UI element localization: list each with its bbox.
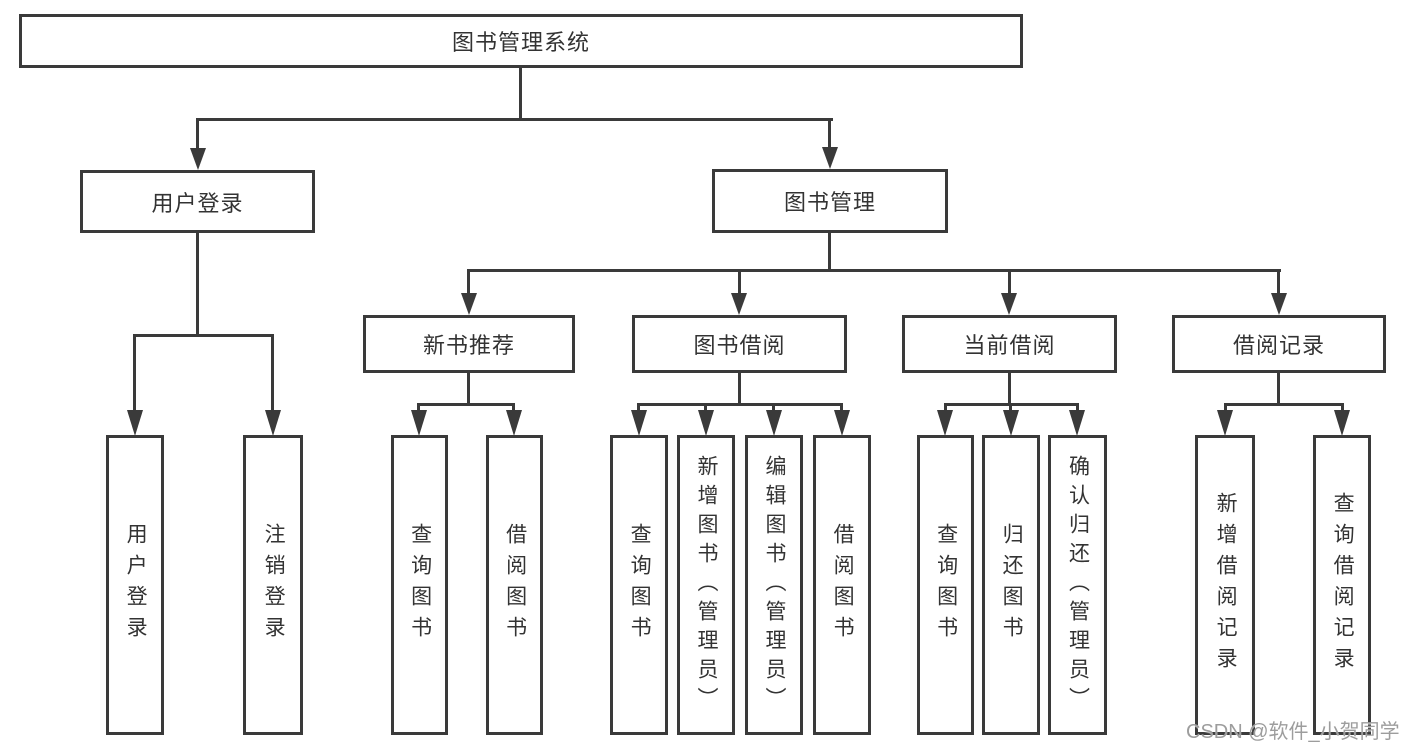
node-leaf-user-login-label: 用户登录 bbox=[124, 523, 148, 647]
node-leaf-borrow-book-2: 借阅图书 bbox=[813, 435, 871, 735]
connector-line bbox=[738, 269, 741, 296]
arrow-down-icon bbox=[1334, 410, 1350, 436]
arrow-down-icon bbox=[1217, 410, 1233, 436]
connector-line bbox=[467, 269, 1281, 272]
node-current-borrow-label: 当前借阅 bbox=[963, 333, 1056, 358]
node-root: 图书管理系统 bbox=[19, 14, 1023, 68]
arrow-down-icon bbox=[937, 410, 953, 436]
node-leaf-query-book-2-label: 查询图书 bbox=[628, 523, 652, 647]
connector-line bbox=[1277, 269, 1280, 296]
arrow-down-icon bbox=[834, 410, 850, 436]
arrow-down-icon bbox=[698, 410, 714, 436]
arrow-down-icon bbox=[1271, 293, 1287, 315]
arrow-down-icon bbox=[190, 148, 206, 170]
node-leaf-add-book-admin-label: 新增图书（管理员） bbox=[695, 454, 719, 716]
node-leaf-query-borrow-record-label: 查询借阅记录 bbox=[1331, 492, 1355, 678]
node-leaf-logout: 注销登录 bbox=[243, 435, 303, 735]
connector-line bbox=[1076, 403, 1079, 415]
connector-line bbox=[133, 334, 274, 337]
connector-line bbox=[133, 334, 136, 412]
connector-line bbox=[417, 403, 420, 415]
arrow-down-icon bbox=[731, 293, 747, 315]
node-leaf-add-borrow-record-label: 新增借阅记录 bbox=[1214, 492, 1238, 678]
node-book-management-label: 图书管理 bbox=[783, 190, 876, 215]
connector-line bbox=[1009, 403, 1012, 415]
arrow-down-icon bbox=[265, 410, 281, 436]
node-user-login: 用户登录 bbox=[80, 170, 315, 233]
node-leaf-borrow-book-2-label: 借阅图书 bbox=[831, 523, 855, 647]
connector-line bbox=[417, 403, 515, 406]
connector-line bbox=[944, 403, 947, 415]
connector-line bbox=[196, 118, 199, 151]
node-leaf-query-book-3: 查询图书 bbox=[917, 435, 974, 735]
node-leaf-user-login: 用户登录 bbox=[106, 435, 164, 735]
arrow-down-icon bbox=[1003, 410, 1019, 436]
arrow-down-icon bbox=[822, 147, 838, 169]
connector-line bbox=[1224, 403, 1344, 406]
connector-line bbox=[271, 334, 274, 412]
connector-line bbox=[519, 68, 522, 120]
node-leaf-edit-book-admin-label: 编辑图书（管理员） bbox=[763, 454, 787, 716]
node-leaf-confirm-return-admin: 确认归还（管理员） bbox=[1048, 435, 1107, 735]
node-root-label: 图书管理系统 bbox=[451, 30, 590, 55]
connector-line bbox=[1277, 373, 1280, 406]
node-new-book-recommend: 新书推荐 bbox=[363, 315, 575, 373]
connector-line bbox=[840, 403, 843, 415]
node-leaf-logout-label: 注销登录 bbox=[262, 523, 286, 647]
node-leaf-return-book-label: 归还图书 bbox=[1000, 523, 1024, 647]
connector-line bbox=[196, 233, 199, 336]
connector-line bbox=[637, 403, 843, 406]
csdn-watermark: CSDN @软件_小贺同学 bbox=[1186, 721, 1400, 743]
node-leaf-borrow-book-1-label: 借阅图书 bbox=[503, 523, 527, 647]
connector-line bbox=[196, 118, 833, 121]
connector-line bbox=[738, 373, 741, 406]
connector-line bbox=[828, 118, 831, 151]
arrow-down-icon bbox=[461, 293, 477, 315]
arrow-down-icon bbox=[1069, 410, 1085, 436]
arrow-down-icon bbox=[411, 410, 427, 436]
connector-line bbox=[1224, 403, 1227, 415]
node-leaf-return-book: 归还图书 bbox=[982, 435, 1040, 735]
connector-line bbox=[1008, 373, 1011, 406]
node-leaf-add-borrow-record: 新增借阅记录 bbox=[1195, 435, 1255, 735]
node-book-management: 图书管理 bbox=[712, 169, 948, 233]
arrow-down-icon bbox=[1001, 293, 1017, 315]
node-borrow-records-label: 借阅记录 bbox=[1232, 333, 1325, 358]
node-leaf-query-book-1-label: 查询图书 bbox=[408, 523, 432, 647]
node-leaf-query-book-3-label: 查询图书 bbox=[934, 523, 958, 647]
node-leaf-query-book-1: 查询图书 bbox=[391, 435, 448, 735]
node-book-borrow: 图书借阅 bbox=[632, 315, 847, 373]
connector-line bbox=[512, 403, 515, 415]
connector-line bbox=[1008, 269, 1011, 296]
connector-line bbox=[467, 373, 470, 406]
node-leaf-add-book-admin: 新增图书（管理员） bbox=[677, 435, 735, 735]
connector-line bbox=[467, 269, 470, 296]
node-leaf-confirm-return-admin-label: 确认归还（管理员） bbox=[1066, 454, 1090, 716]
arrow-down-icon bbox=[127, 410, 143, 436]
node-leaf-edit-book-admin: 编辑图书（管理员） bbox=[745, 435, 803, 735]
connector-line bbox=[704, 403, 707, 415]
node-user-login-label: 用户登录 bbox=[151, 190, 244, 216]
connector-line bbox=[828, 233, 831, 271]
connector-line bbox=[772, 403, 775, 415]
connector-line bbox=[637, 403, 640, 415]
node-leaf-query-borrow-record: 查询借阅记录 bbox=[1313, 435, 1371, 735]
node-current-borrow: 当前借阅 bbox=[902, 315, 1117, 373]
arrow-down-icon bbox=[766, 410, 782, 436]
arrow-down-icon bbox=[506, 410, 522, 436]
node-borrow-records: 借阅记录 bbox=[1172, 315, 1386, 373]
node-book-borrow-label: 图书借阅 bbox=[693, 333, 786, 358]
connector-line bbox=[1341, 403, 1344, 415]
node-leaf-borrow-book-1: 借阅图书 bbox=[486, 435, 543, 735]
arrow-down-icon bbox=[631, 410, 647, 436]
node-new-book-recommend-label: 新书推荐 bbox=[422, 333, 515, 358]
node-leaf-query-book-2: 查询图书 bbox=[610, 435, 668, 735]
